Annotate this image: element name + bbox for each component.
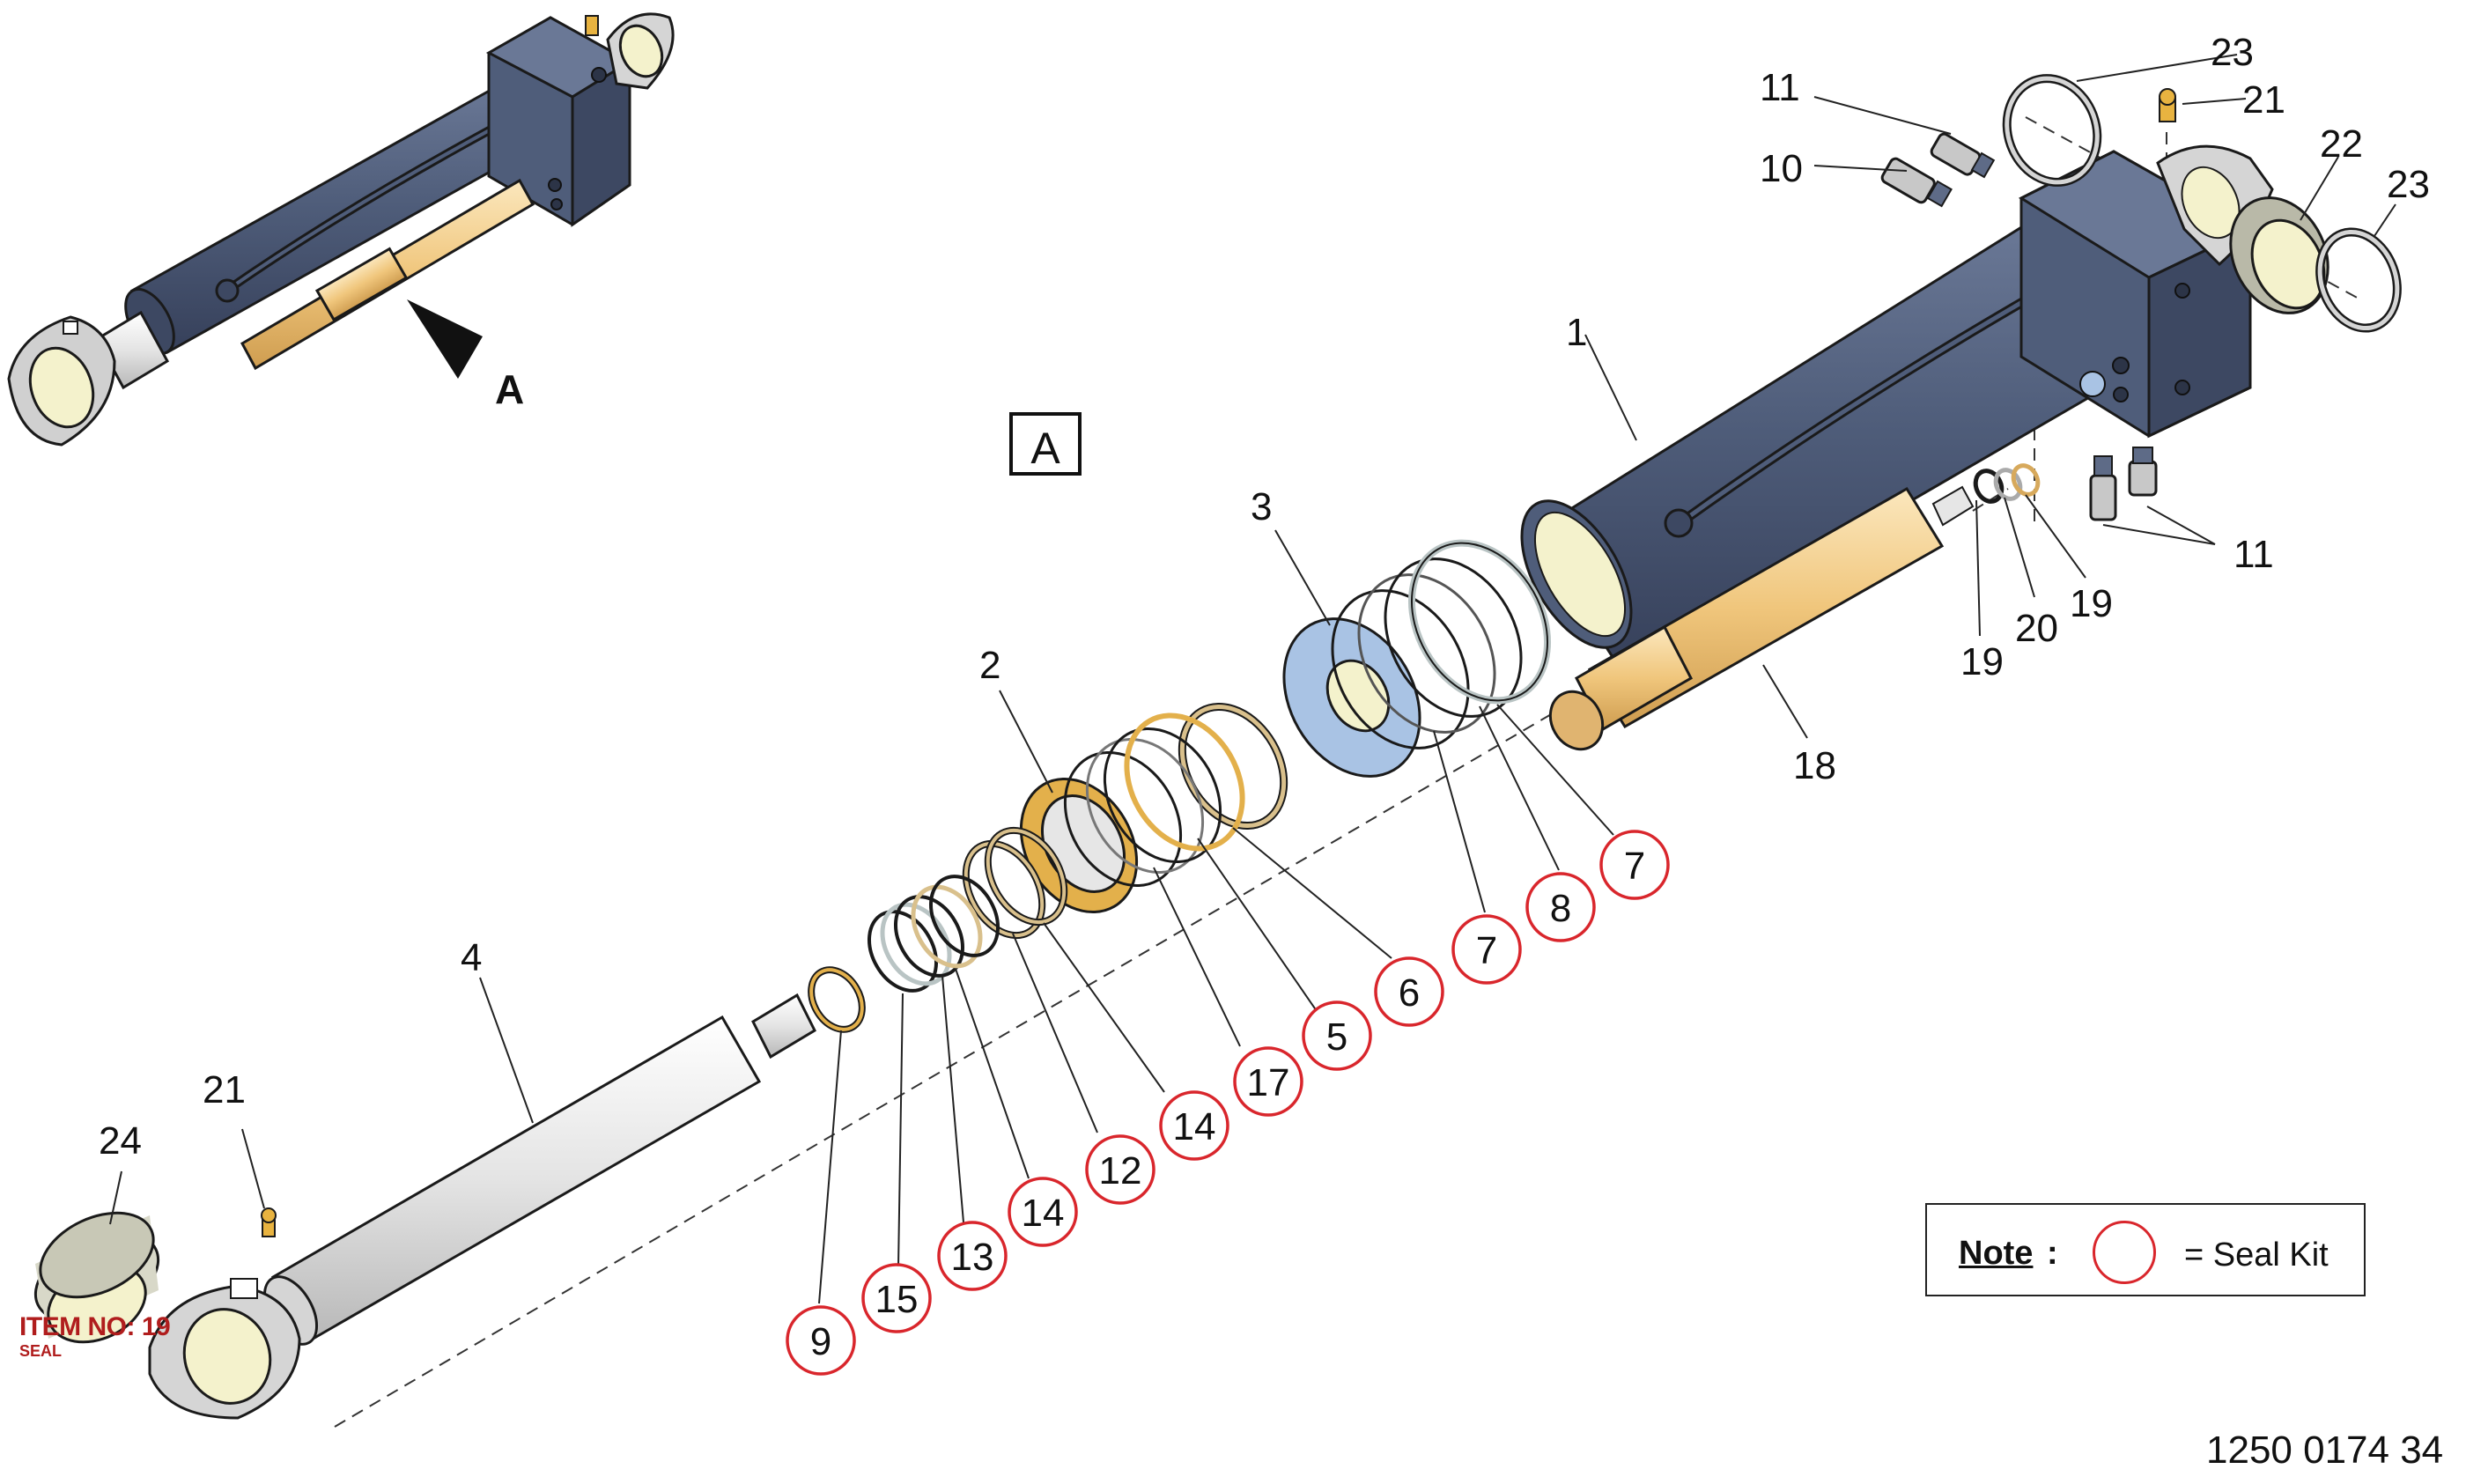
seal-callout-8: 8 [1525,872,1596,942]
svg-text:14: 14 [1173,1105,1216,1148]
inset-rod-end [7,310,170,447]
callout-22: 22 [2320,122,2363,166]
note-label: Note [1959,1235,2034,1272]
seal-pack-part-13-14-15 [868,875,1000,993]
callout-23-right: 23 [2387,163,2430,206]
svg-text:13: 13 [951,1236,994,1279]
svg-text:8: 8 [1550,887,1571,930]
circlip-part-23-right [2315,227,2402,333]
callout-19-left: 19 [1960,640,2004,683]
svg-text:7: 7 [1624,845,1645,888]
callout-1: 1 [1566,311,1587,354]
note-colon: : [2047,1235,2058,1272]
seal-callout-14-left: 14 [1008,1177,1078,1247]
callout-18: 18 [1793,744,1836,787]
inset-gold-tube [240,178,535,371]
seal-callout-6: 6 [1374,956,1444,1027]
ring-part-6 [1178,702,1288,831]
rod-guide-part-2 [1019,712,1245,913]
grease-nipple-part-21-bottom [261,1207,277,1237]
view-arrow-label: A [495,366,524,412]
svg-text:15: 15 [875,1278,919,1321]
ring-part-9 [808,966,866,1033]
svg-text:17: 17 [1247,1061,1290,1104]
item-stamp-title: ITEM NO: 19 [19,1312,171,1341]
callout-21-top: 21 [2242,78,2285,122]
callout-10: 10 [1760,147,1803,190]
part-callouts: 1 2 3 4 10 11 11 18 19 20 19 21 21 22 23… [99,31,2430,1163]
piston-part-3 [1282,539,1552,778]
note-text: = Seal Kit [2184,1237,2329,1274]
svg-text:9: 9 [810,1320,831,1363]
svg-text:6: 6 [1399,971,1420,1015]
item-stamp-subtitle: SEAL [19,1342,63,1360]
seal-kit-callouts: 7 8 7 6 5 17 14 12 [786,830,1670,1376]
callout-19-right: 19 [2070,582,2113,625]
seal-kit-legend: Note : = Seal Kit [1925,1203,2366,1296]
svg-text:7: 7 [1476,929,1497,972]
svg-text:5: 5 [1326,1015,1347,1059]
oring-part-19-20 [1973,463,2041,504]
svg-text:12: 12 [1099,1149,1142,1192]
seal-callout-17: 17 [1233,1046,1303,1117]
view-label-box: A [1009,412,1082,476]
callout-23-top: 23 [2211,31,2254,74]
seal-callout-9: 9 [786,1305,856,1376]
callout-3: 3 [1251,485,1272,528]
valve-part-11-top [1930,132,1996,179]
callout-4: 4 [461,936,482,979]
view-label-text: A [1030,424,1060,473]
seal-callout-7-right: 7 [1599,830,1670,900]
grease-nipple-part-21-top [2159,88,2176,122]
rod-part-4 [148,993,816,1420]
item-stamp: ITEM NO: 19 SEAL [19,1312,171,1361]
seal-callout-13: 13 [937,1221,1008,1291]
callout-20: 20 [2015,607,2058,650]
inset-head-block [485,12,675,227]
seal-callout-5: 5 [1302,1000,1372,1071]
seal-callout-12: 12 [1085,1134,1155,1205]
callout-2: 2 [979,644,1000,687]
tube-part-18 [1548,485,1975,751]
assembled-cylinder-inset: A [7,12,675,447]
leader-lines [109,54,2396,1304]
view-arrow-icon [407,299,483,379]
valve-part-11-bottom [2089,447,2158,521]
document-number: 1250 0174 34 [2206,1429,2444,1472]
ring-part-12-14 [962,826,1068,940]
callout-11-top: 11 [1760,66,1800,109]
seal-callout-14-right: 14 [1159,1090,1229,1161]
callout-11-bottom: 11 [2233,533,2274,576]
seal-callout-15: 15 [861,1263,932,1333]
svg-text:14: 14 [1022,1192,1065,1235]
seal-kit-circle-icon [2093,1221,2156,1284]
circlip-part-23-top [2002,74,2102,187]
valve-part-10 [1880,157,1953,208]
bushing-part-24 [33,1211,160,1344]
bushing-part-22 [2229,196,2329,314]
callout-24: 24 [99,1119,142,1163]
callout-21-bottom: 21 [203,1068,246,1111]
seal-callout-7-left: 7 [1451,914,1522,985]
